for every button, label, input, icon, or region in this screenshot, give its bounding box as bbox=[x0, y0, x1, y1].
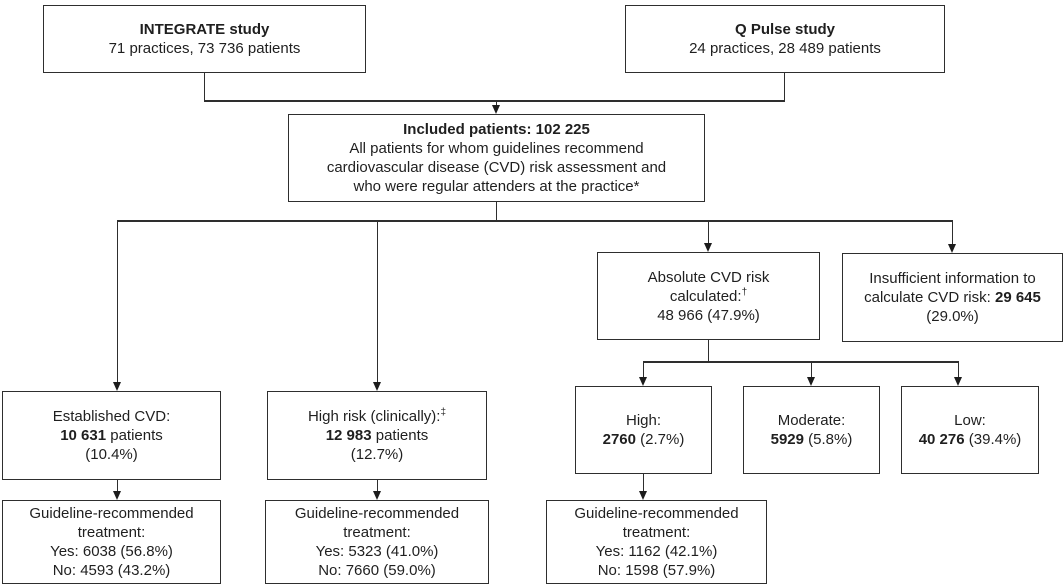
established-value-line: 10 631 patients bbox=[60, 426, 163, 445]
highrisk-value: 12 983 bbox=[325, 427, 372, 444]
box-treatment-risk-high: Guideline-recommended treatment: Yes: 11… bbox=[546, 500, 767, 584]
treatment1-heading: Guideline-recommended treatment: bbox=[29, 505, 194, 541]
absolute-value: 48 966 (47.9%) bbox=[657, 306, 760, 324]
box-risk-high: High: 2760 (2.7%) bbox=[575, 386, 712, 474]
connector-to-high-risk bbox=[376, 220, 378, 383]
included-body-line: cardiovascular disease (CVD) risk assess… bbox=[326, 159, 667, 176]
qpulse-detail: 24 practices, 28 489 patients bbox=[689, 40, 881, 57]
included-body-line: All patients for whom guidelines recomme… bbox=[349, 140, 644, 157]
insufficient-label-text: calculate CVD risk: bbox=[864, 289, 991, 306]
treatment2-yes: Yes: 5323 (41.0%) bbox=[315, 543, 439, 560]
integrate-detail: 71 practices, 73 736 patients bbox=[108, 40, 301, 57]
arrow-down-icon bbox=[638, 491, 647, 500]
box-high-risk-clinically: High risk (clinically):‡ 12 983 patients… bbox=[267, 391, 487, 480]
connector-to-insufficient bbox=[951, 220, 953, 246]
established-percent: (10.4%) bbox=[85, 446, 138, 463]
connector-qpulse-down bbox=[783, 73, 785, 101]
absolute-label-line2: calculated:† bbox=[670, 287, 747, 306]
arrow-down-icon bbox=[703, 243, 712, 252]
established-label: Established CVD: bbox=[52, 408, 171, 425]
integrate-title: INTEGRATE study bbox=[139, 21, 270, 38]
risk-low-value: 40 276 bbox=[918, 431, 965, 448]
risk-low-label: Low: bbox=[954, 412, 986, 429]
connector-to-established bbox=[116, 220, 118, 383]
box-treatment-established: Guideline-recommended treatment: Yes: 60… bbox=[2, 500, 221, 584]
connector-established-to-treatment bbox=[116, 480, 118, 492]
risk-high-label: High: bbox=[625, 412, 662, 429]
connector-join-sources bbox=[203, 100, 785, 102]
qpulse-title: Q Pulse study bbox=[734, 21, 836, 38]
connector-risk-distribution bbox=[642, 361, 958, 363]
insufficient-label-line2: calculate CVD risk: 29 645 bbox=[864, 288, 1041, 307]
arrow-down-icon bbox=[372, 382, 381, 391]
insufficient-percent: (29.0%) bbox=[926, 308, 979, 325]
connector-branch-distribution bbox=[116, 220, 953, 222]
box-treatment-high-clinically: Guideline-recommended treatment: Yes: 53… bbox=[265, 500, 489, 584]
connector-to-risk-high bbox=[642, 361, 644, 379]
box-qpulse-study: Q Pulse study 24 practices, 28 489 patie… bbox=[625, 5, 945, 73]
box-risk-low: Low: 40 276 (39.4%) bbox=[901, 386, 1039, 474]
connector-included-down bbox=[495, 202, 497, 222]
arrow-down-icon bbox=[638, 377, 647, 386]
treatment2-heading: Guideline-recommended treatment: bbox=[294, 505, 460, 541]
risk-high-value-line: 2760 (2.7%) bbox=[603, 430, 685, 449]
arrow-down-icon bbox=[953, 377, 962, 386]
double-dagger-footnote-mark: ‡ bbox=[440, 407, 447, 418]
arrow-down-icon bbox=[372, 491, 381, 500]
box-integrate-study: INTEGRATE study 71 practices, 73 736 pat… bbox=[43, 5, 366, 73]
connector-to-absolute-risk bbox=[707, 220, 709, 245]
risk-moderate-percent: (5.8%) bbox=[808, 431, 853, 448]
risk-low-value-line: 40 276 (39.4%) bbox=[919, 430, 1022, 449]
arrow-down-icon bbox=[806, 377, 815, 386]
treatment2-no: No: 7660 (59.0%) bbox=[318, 562, 436, 579]
connector-riskhigh-to-treatment bbox=[642, 474, 644, 492]
highrisk-percent: (12.7%) bbox=[350, 446, 404, 463]
insufficient-label-line1: Insufficient information to bbox=[869, 270, 1036, 287]
risk-low-percent: (39.4%) bbox=[968, 431, 1022, 448]
absolute-label-text: calculated: bbox=[669, 287, 742, 305]
arrow-down-icon bbox=[112, 491, 121, 500]
arrow-down-icon bbox=[112, 382, 121, 391]
treatment3-yes: Yes: 1162 (42.1%) bbox=[595, 543, 718, 560]
included-body-line: who were regular attenders at the practi… bbox=[353, 178, 640, 195]
box-absolute-cvd-risk: Absolute CVD risk calculated:† 48 966 (4… bbox=[597, 252, 820, 340]
arrow-down-icon bbox=[947, 244, 956, 253]
box-included-patients: Included patients: 102 225 All patients … bbox=[288, 114, 705, 202]
connector-highrisk-to-treatment bbox=[376, 480, 378, 492]
included-title: Included patients: 102 225 bbox=[403, 121, 590, 138]
established-value: 10 631 bbox=[60, 427, 107, 444]
connector-integrate-down bbox=[203, 73, 205, 101]
dagger-footnote-mark: † bbox=[741, 286, 748, 298]
connector-to-risk-moderate bbox=[810, 361, 812, 379]
box-risk-moderate: Moderate: 5929 (5.8%) bbox=[743, 386, 880, 474]
connector-to-risk-low bbox=[957, 361, 959, 379]
risk-moderate-label: Moderate: bbox=[777, 412, 846, 429]
highrisk-label-line: High risk (clinically):‡ bbox=[308, 407, 446, 426]
treatment3-heading: Guideline-recommended treatment: bbox=[574, 505, 739, 541]
treatment3-no: No: 1598 (57.9%) bbox=[597, 562, 716, 579]
risk-high-value: 2760 bbox=[602, 431, 636, 448]
risk-moderate-value-line: 5929 (5.8%) bbox=[771, 430, 853, 449]
risk-moderate-value: 5929 bbox=[770, 431, 804, 448]
insufficient-value: 29 645 bbox=[994, 289, 1041, 306]
highrisk-value-line: 12 983 patients bbox=[326, 426, 429, 445]
box-insufficient-information: Insufficient information to calculate CV… bbox=[842, 253, 1063, 342]
highrisk-label: High risk (clinically): bbox=[307, 408, 441, 425]
treatment1-yes: Yes: 6038 (56.8%) bbox=[50, 543, 173, 560]
connector-to-included bbox=[495, 100, 497, 107]
treatment1-no: No: 4593 (43.2%) bbox=[52, 562, 171, 579]
absolute-label-line1: Absolute CVD risk bbox=[647, 268, 770, 286]
connector-absolute-down bbox=[707, 340, 709, 362]
established-value-suffix: patients bbox=[110, 427, 163, 444]
risk-high-percent: (2.7%) bbox=[640, 431, 685, 448]
highrisk-value-suffix: patients bbox=[375, 427, 429, 444]
box-established-cvd: Established CVD: 10 631 patients (10.4%) bbox=[2, 391, 221, 480]
arrow-down-icon bbox=[491, 105, 500, 114]
